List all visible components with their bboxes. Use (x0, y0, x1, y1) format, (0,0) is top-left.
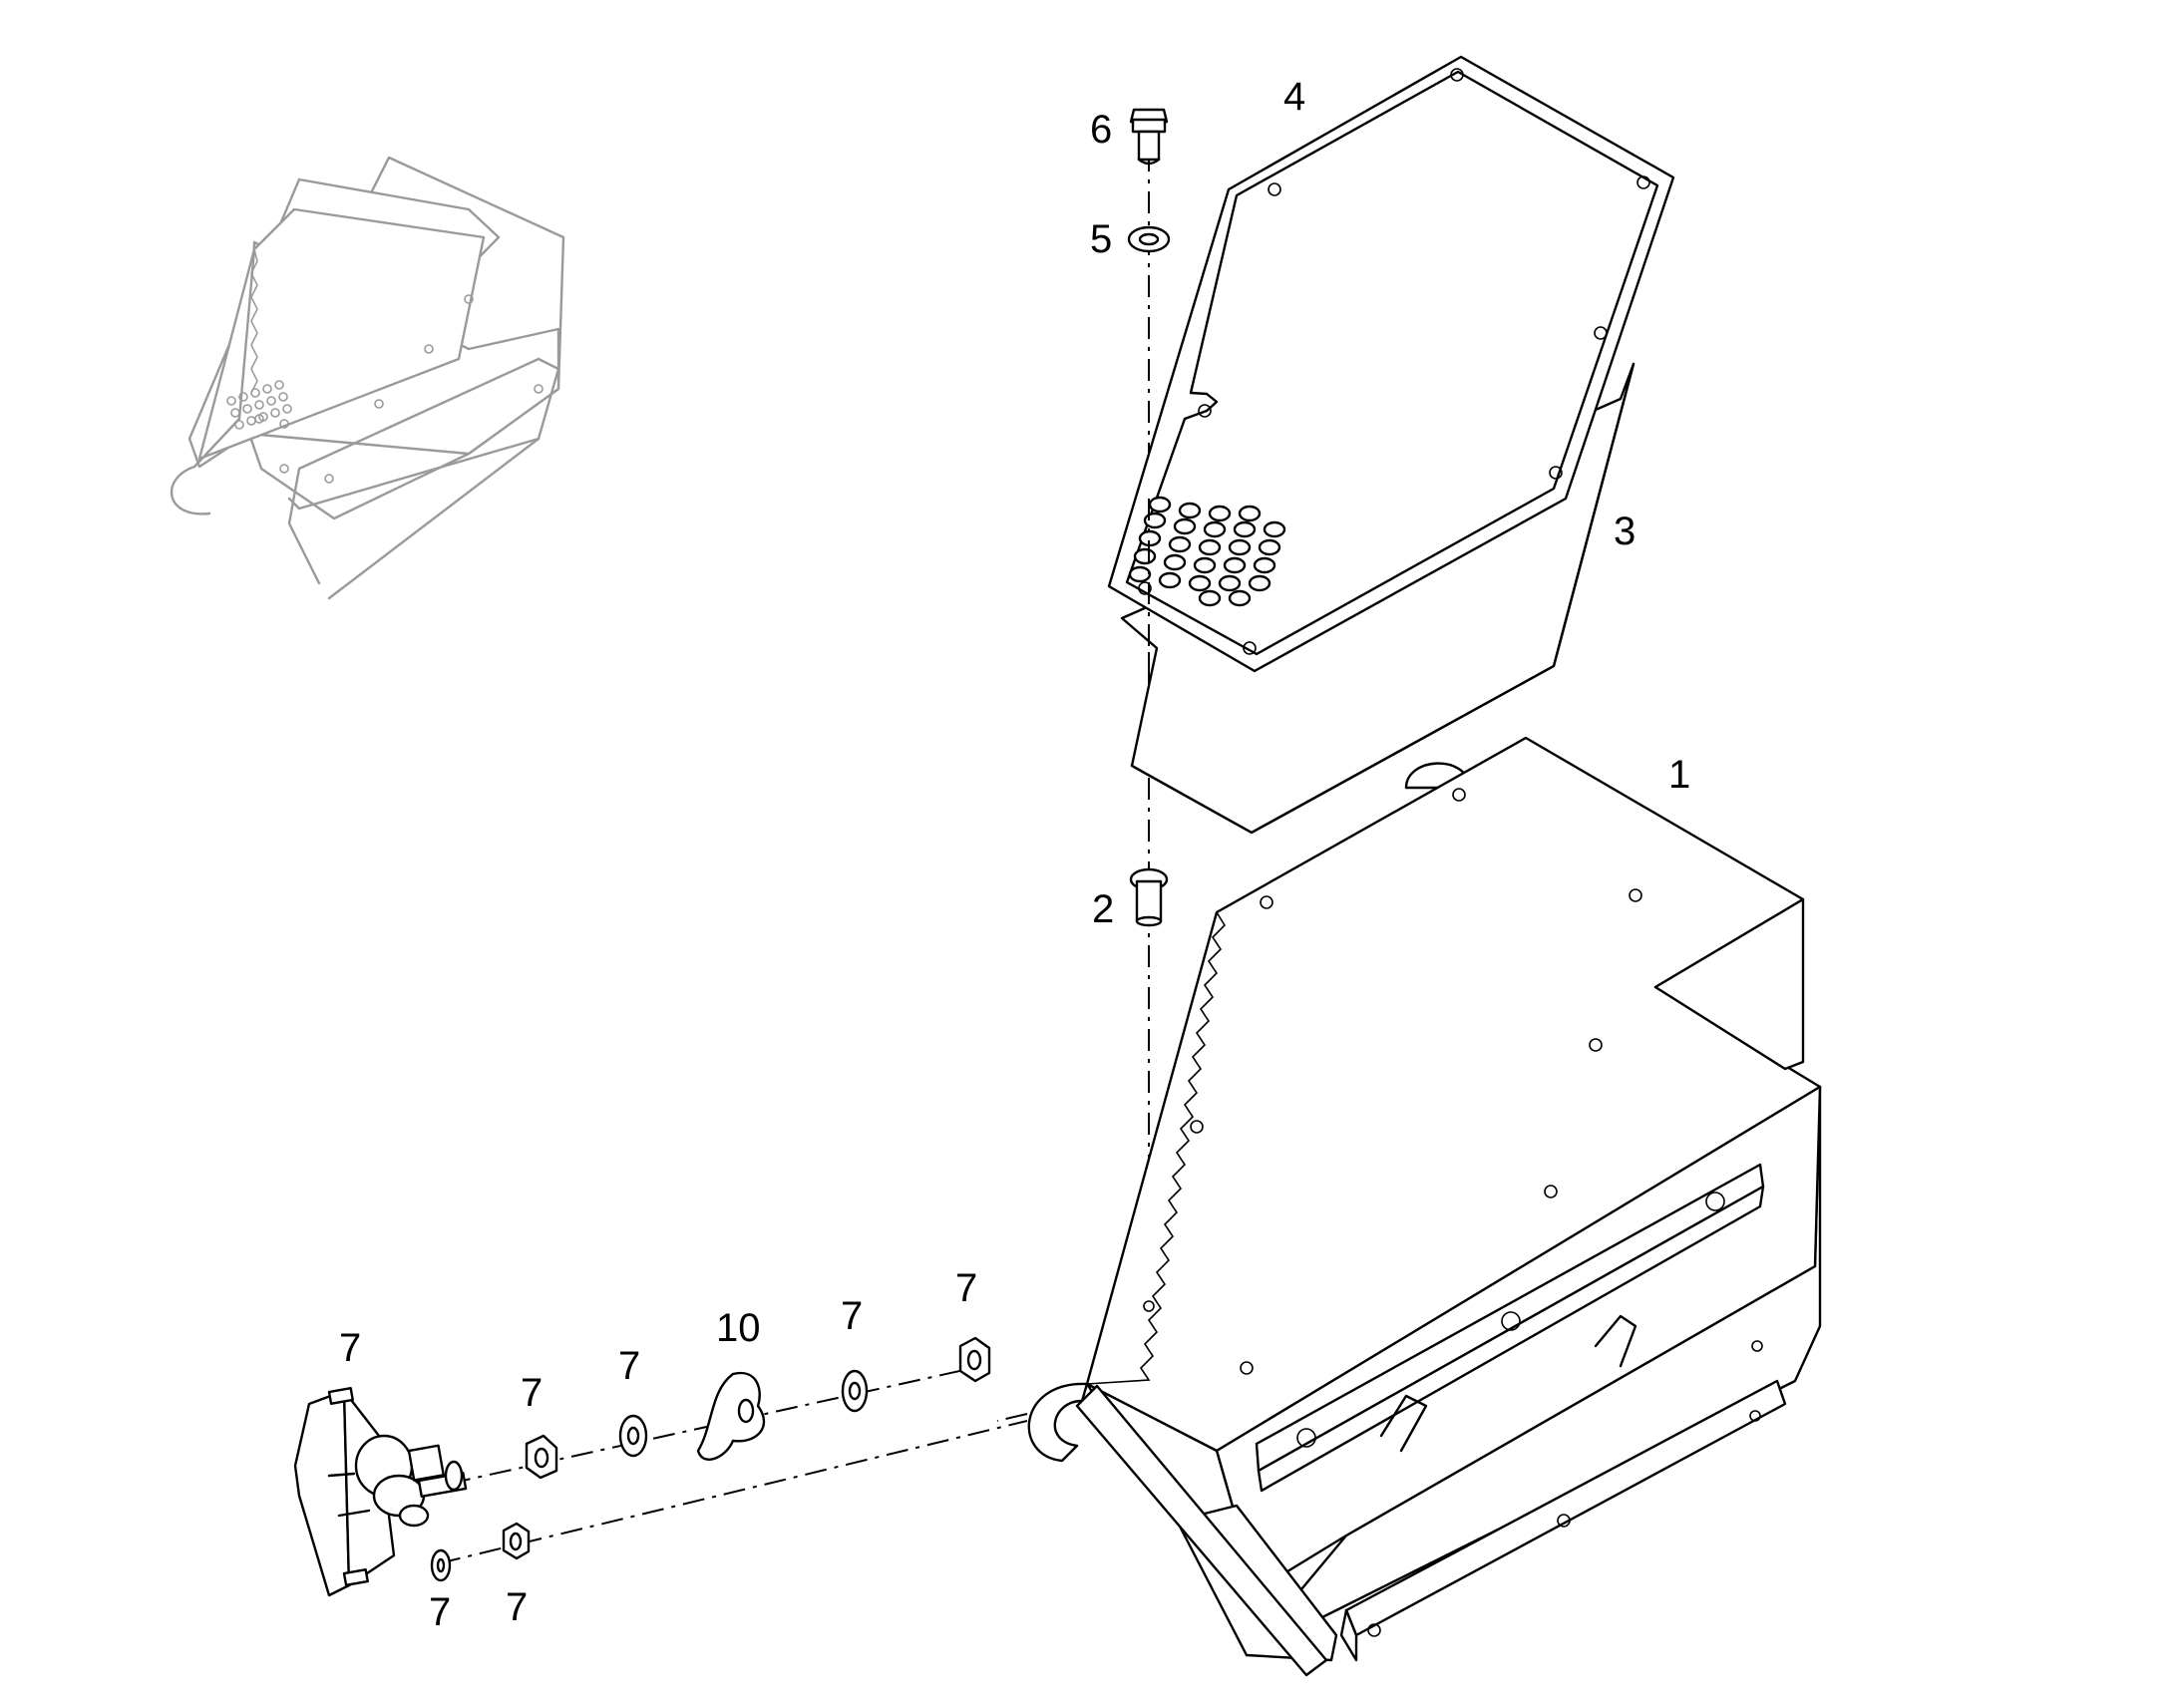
callout-5: 5 (1090, 217, 1112, 261)
callout-10-cam: 10 (716, 1306, 761, 1350)
part-7-nut-2 (958, 1336, 991, 1383)
assembly-overview-thumbnail (170, 156, 565, 600)
callout-3: 3 (1614, 510, 1635, 553)
overview-hole-grid (226, 380, 292, 430)
callout-7-washer-2: 7 (841, 1294, 863, 1338)
callout-4: 4 (1283, 75, 1305, 119)
part-7-washer-2 (841, 1369, 869, 1413)
callout-2: 2 (1092, 887, 1114, 931)
part-5-washer (1127, 225, 1171, 253)
part-7-lock-assembly (293, 1386, 468, 1597)
callout-1: 1 (1668, 753, 1690, 797)
part-10-cam (696, 1371, 765, 1461)
callout-7-washer-1: 7 (618, 1344, 640, 1388)
part-7-washer-3 (430, 1548, 452, 1582)
callout-7-washer-3: 7 (429, 1590, 451, 1634)
callout-7-nut-2: 7 (955, 1266, 977, 1310)
callout-7-nut-1: 7 (521, 1371, 543, 1415)
part-7-nut-1 (525, 1434, 558, 1480)
part-1-housing (1027, 736, 1822, 1677)
callout-7-lock: 7 (339, 1326, 361, 1370)
callout-6: 6 (1090, 108, 1112, 152)
callout-labels: 1 2 3 4 5 6 7 7 7 10 7 7 7 7 (339, 75, 1690, 1634)
part-6-bolt (1129, 108, 1169, 166)
part-4-perforated-panel (1107, 55, 1675, 688)
part-2-rivet-nut (1129, 867, 1169, 927)
part-7-nut-3 (502, 1522, 531, 1560)
part-7-washer-1 (618, 1414, 648, 1458)
callout-7-nut-3: 7 (506, 1585, 528, 1629)
